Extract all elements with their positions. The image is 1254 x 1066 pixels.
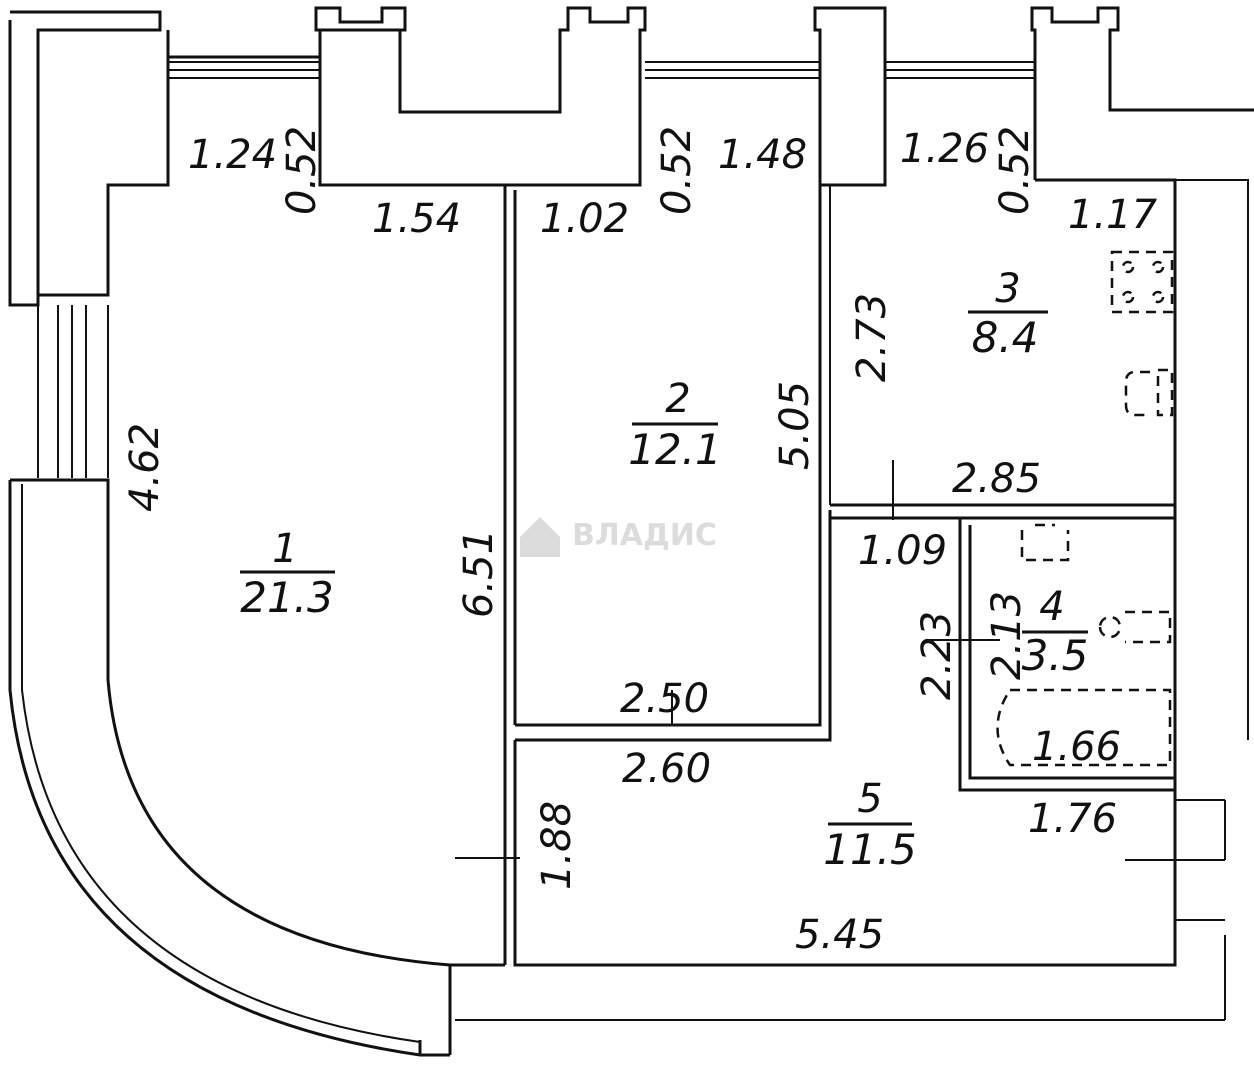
dimension-label: 6.51 (456, 529, 502, 618)
toilet-fixture (1098, 610, 1172, 644)
washbasin-fixture (1020, 523, 1070, 562)
room-label-1: 1 21.3 (240, 526, 335, 622)
room-area: 8.4 (972, 313, 1039, 362)
stove-burner-icon (1121, 290, 1135, 304)
entrance-door (1125, 799, 1226, 921)
curved-wall-outer (8, 480, 450, 1057)
dimension-label: 0.52 (992, 126, 1038, 215)
wall-room5-bottom (513, 740, 1177, 967)
dimension-label: 1.02 (540, 196, 629, 242)
outer-wall-top-right-inner (1035, 178, 1177, 790)
dimension-label: 1.09 (858, 528, 947, 574)
outer-wall-right (1175, 179, 1249, 740)
curved-wall-inner (38, 478, 505, 967)
dimension-label: 2.60 (622, 746, 711, 792)
outer-wall-left-top (8, 10, 162, 307)
bottom-line (455, 935, 1226, 1021)
watermark-logo-icon (520, 517, 560, 557)
dimension-label: 5.45 (795, 912, 884, 958)
dimension-label: 1.26 (900, 126, 989, 172)
stove-burner-icon (1151, 260, 1165, 274)
room-area: 12.1 (628, 425, 722, 474)
stove-fixture (1110, 250, 1174, 314)
kitchen-sink-fixture (1124, 368, 1174, 417)
dimension-label: 2.13 (984, 591, 1030, 680)
dimension-label: 2.85 (952, 456, 1041, 502)
stove-burner-icon (1121, 260, 1135, 274)
room-number: 2 (665, 376, 690, 422)
wall-room1-room2 (503, 185, 517, 965)
window-top-3 (885, 61, 1035, 79)
dimension-label: 4.62 (122, 423, 168, 512)
dimension-label: 5.05 (772, 381, 818, 470)
dimension-label: 2.73 (849, 293, 895, 382)
dimension-label: 1.76 (1028, 796, 1117, 842)
room-label-2: 2 12.1 (628, 376, 722, 474)
outer-wall-left-top-inner (36, 30, 170, 297)
wall-room2-room3 (819, 185, 831, 725)
wall-bathroom (958, 518, 1175, 792)
dimension-label: 1.88 (534, 801, 580, 890)
dimension-label: 1.54 (372, 196, 461, 242)
room-number: 5 (857, 776, 882, 822)
dimension-label: 1.48 (718, 132, 807, 178)
stove-burner-icon (1151, 290, 1165, 304)
room-label-3: 3 8.4 (968, 266, 1048, 362)
room-label-4: 4 3.5 (1022, 584, 1089, 680)
curved-wall-mid (21, 484, 421, 1043)
dimension-label: 0.52 (279, 126, 325, 215)
dim-tick-1 (455, 460, 1000, 859)
dimension-label: 2.23 (914, 611, 960, 700)
wall-room3-bottom (830, 503, 1175, 520)
window-left (37, 305, 109, 478)
dimension-label: 1.66 (1032, 724, 1121, 770)
room-area: 3.5 (1022, 631, 1089, 680)
room-number: 1 (272, 526, 297, 572)
dimension-label: 0.52 (654, 126, 700, 215)
room-number: 4 (1039, 584, 1064, 630)
room-area: 21.3 (240, 573, 334, 622)
outer-wall-top (168, 6, 647, 187)
room-area: 11.5 (823, 825, 917, 874)
window-top-1 (168, 61, 320, 79)
dimension-label: 1.17 (1068, 192, 1158, 238)
room-number: 3 (995, 266, 1020, 312)
dimension-label: 2.50 (620, 676, 709, 722)
outer-wall-top-right (813, 6, 1254, 187)
watermark: ВЛАДИС (572, 518, 717, 553)
bathtub-fixture (996, 688, 1172, 767)
curved-wall-cap (10, 478, 452, 1055)
dimension-label: 1.24 (188, 132, 277, 178)
window-top-2 (645, 61, 820, 79)
room-label-5: 5 11.5 (823, 776, 917, 874)
